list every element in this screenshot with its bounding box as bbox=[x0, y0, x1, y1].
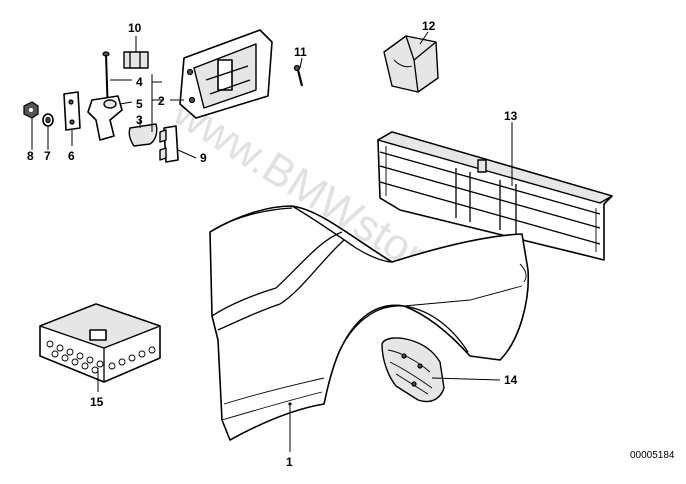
callout-12: 12 bbox=[422, 19, 436, 33]
part-15-box bbox=[39, 303, 161, 383]
part-11-pin bbox=[293, 64, 304, 87]
callout-7: 7 bbox=[44, 149, 51, 163]
part-8-nut bbox=[23, 101, 39, 119]
part-12-cap bbox=[383, 35, 439, 93]
callout-11: 11 bbox=[294, 45, 307, 59]
callout-15: 15 bbox=[90, 395, 104, 409]
part-7-washer bbox=[42, 113, 54, 127]
callout-6: 6 bbox=[68, 149, 75, 163]
callout-4: 4 bbox=[136, 75, 143, 89]
callout-3: 3 bbox=[136, 113, 143, 127]
part-2-filler-flap bbox=[179, 29, 273, 119]
part-1-side-panel bbox=[209, 205, 530, 441]
callout-1: 1 bbox=[286, 455, 293, 469]
callout-8: 8 bbox=[27, 149, 34, 163]
part-5-hinge bbox=[87, 95, 123, 141]
callout-10: 10 bbox=[128, 21, 142, 35]
callout-5: 5 bbox=[136, 97, 143, 111]
callout-2: 2 bbox=[158, 94, 165, 108]
callout-14: 14 bbox=[504, 373, 518, 387]
leader-lines bbox=[31, 31, 513, 452]
callout-9: 9 bbox=[200, 151, 207, 165]
document-number: 00005184 bbox=[630, 450, 675, 461]
part-6-plate bbox=[63, 91, 81, 131]
part-3-buffer bbox=[128, 123, 158, 147]
part-9-bracket bbox=[159, 125, 179, 163]
part-10-clip bbox=[123, 51, 149, 69]
callout-13: 13 bbox=[504, 109, 518, 123]
part-14-inner-panel bbox=[381, 337, 445, 403]
